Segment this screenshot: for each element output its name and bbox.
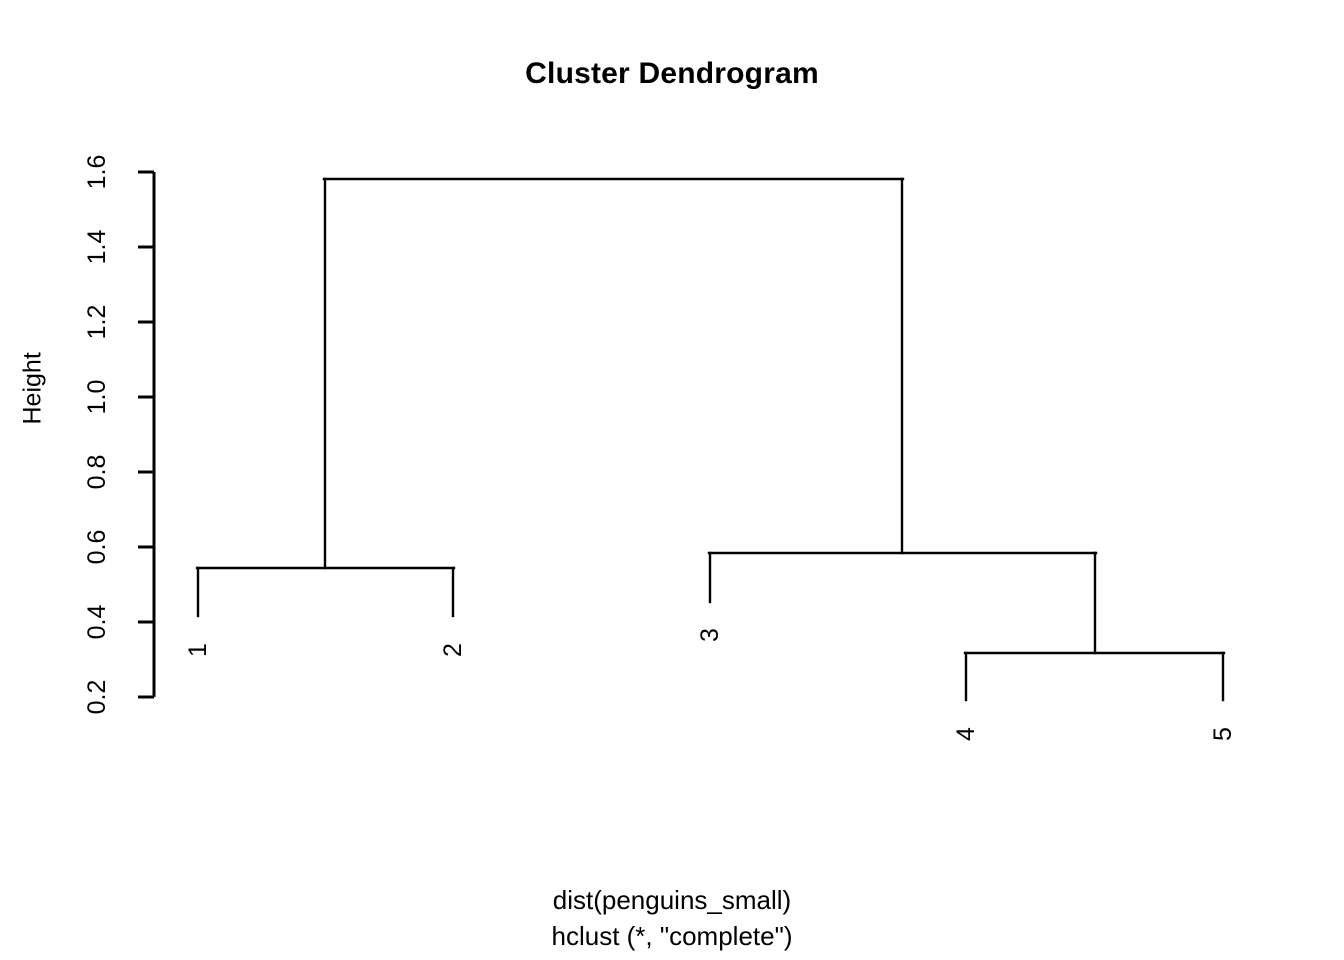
caption-distance: dist(penguins_small) <box>552 885 792 915</box>
dendrogram-merge-1-2 <box>195 566 456 618</box>
caption-method: hclust (*, "complete") <box>551 921 793 951</box>
dendrogram-merge-root <box>322 177 905 570</box>
y-axis <box>138 170 156 699</box>
dendrogram-merge-3-45 <box>707 551 1098 655</box>
dendrogram-tree <box>195 177 1226 702</box>
page-title: Cluster Dendrogram <box>525 57 819 90</box>
dendrogram-merge-4-5 <box>963 651 1226 702</box>
